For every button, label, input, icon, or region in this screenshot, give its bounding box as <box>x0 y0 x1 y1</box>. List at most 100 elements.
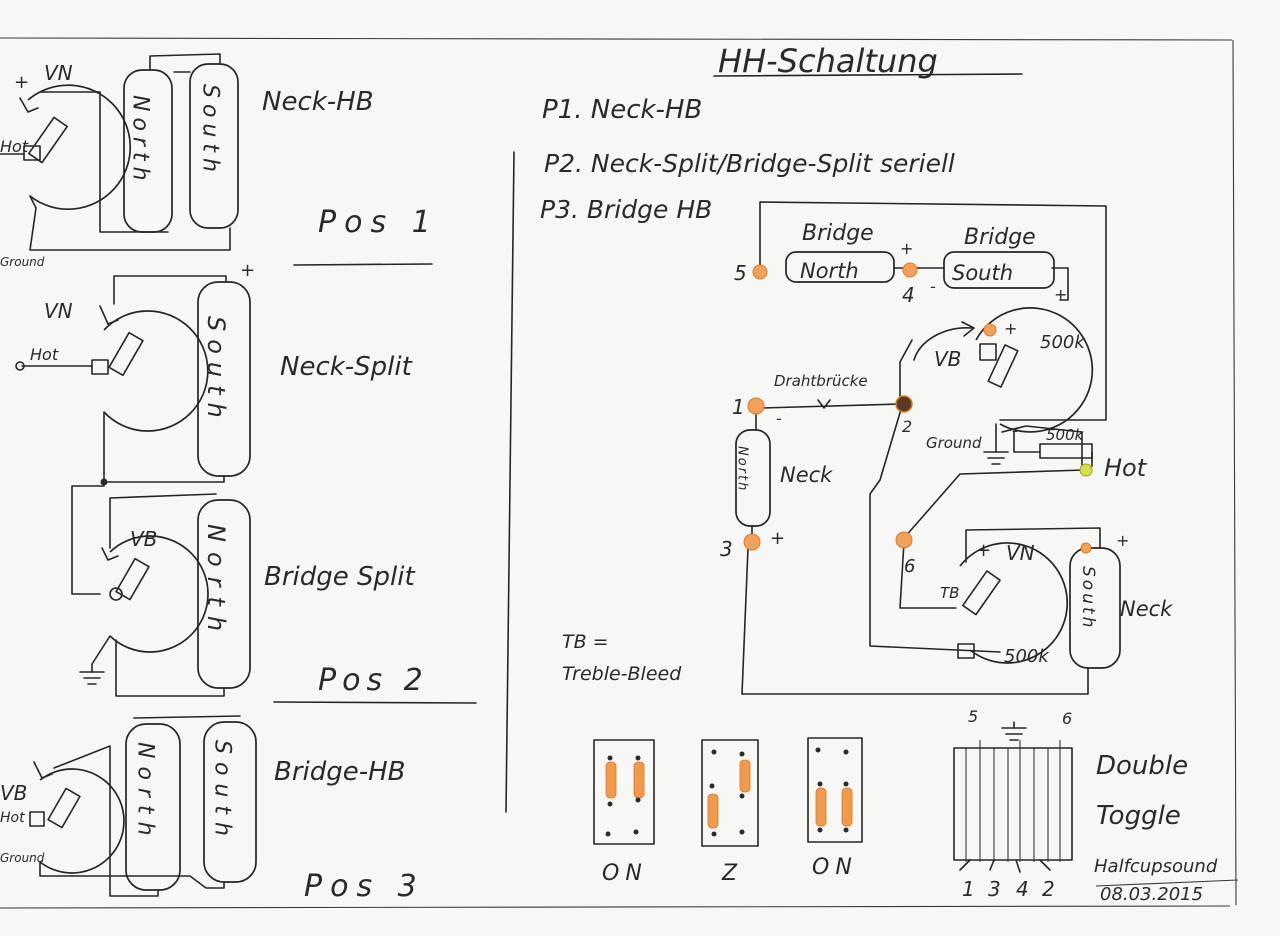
neck-split-hot-terminal <box>15 361 25 371</box>
resistor-bypass <box>1001 425 1083 467</box>
signature-date: 08.03.2015 <box>1100 884 1203 905</box>
pos1-coil-series-link <box>149 53 221 71</box>
bridge-split-pot-shaft <box>115 557 150 601</box>
pos3-vb-label: VB <box>0 781 27 805</box>
node-2 <box>895 395 913 413</box>
neck-split-plus: + <box>240 260 255 281</box>
neck-north-coil <box>735 429 771 527</box>
bridge-split-pot-lug <box>101 547 119 561</box>
node-vb-top <box>983 323 997 337</box>
pos3-north-coil <box>125 723 181 891</box>
bridge-split-wire-bottom <box>115 639 225 697</box>
switch-3-body <box>807 737 863 843</box>
pos1-label: Neck-HB <box>262 87 374 117</box>
separator-pos1 <box>293 263 433 266</box>
double-toggle-body <box>953 747 1073 861</box>
toggle-bottom-label-1: 1 <box>962 877 975 901</box>
node-4 <box>902 262 918 278</box>
pos1-neck-hb-circuit: VN + Hot Ground North South Neck-HB Pos … <box>0 53 431 269</box>
neck-south-neck-label: Neck <box>1120 597 1173 621</box>
neck-split-pot-lug <box>99 305 119 325</box>
label-node-2: 2 <box>902 417 912 436</box>
pos3-south-coil <box>203 721 257 883</box>
bridge-south-label: South <box>952 261 1013 285</box>
node-5 <box>752 264 768 280</box>
neck-split-circuit: VN Hot South Neck-Split + <box>15 260 413 486</box>
switch-2-body <box>701 739 759 847</box>
plus-vb: + <box>1004 319 1017 338</box>
switch-2-pad-bottom <box>707 793 719 829</box>
minus-bridge-south: - <box>930 277 936 296</box>
pos3-pot <box>39 768 125 874</box>
neck-south-label: South <box>1078 566 1098 630</box>
wire-bridge-marker <box>817 399 831 409</box>
resistor-500k <box>1039 443 1093 459</box>
vb-value: 500k <box>1040 332 1086 353</box>
neck-split-pot <box>103 310 209 432</box>
pos3-pot-wiper <box>29 811 45 827</box>
minus-vb: - <box>1012 421 1018 440</box>
bridge-split-wire-left <box>71 485 105 595</box>
wire-vn-to-south <box>965 527 1101 563</box>
bridge-north-title: Bridge <box>802 221 874 246</box>
signature-name: Halfcupsound <box>1094 856 1218 877</box>
wire-node6-to-vn <box>899 541 957 609</box>
hot-output-terminal <box>1079 463 1093 477</box>
bridge-split-ground-wire <box>91 635 111 673</box>
pos1-hot-label: Hot <box>0 137 29 156</box>
wire-node3-bottom <box>741 547 1089 695</box>
toggle-bottom-label-2: 2 <box>1042 877 1055 901</box>
bridge-south-coil <box>943 251 1055 289</box>
switch-3-pad-right <box>841 787 853 827</box>
switch-3-pad-left <box>815 787 827 827</box>
pos3-position: Pos 3 <box>304 869 425 904</box>
switch-3-label: ON <box>812 855 858 880</box>
node-south-top <box>1080 542 1092 554</box>
neck-split-pot-wiper <box>91 359 109 375</box>
bridge-split-pot <box>109 535 209 653</box>
vn-label: VN <box>1006 541 1035 565</box>
tb-legend-line1: TB = <box>562 631 609 653</box>
pos3-hot-label: Hot <box>0 810 25 826</box>
position-3-description: P3. Bridge HB <box>540 195 712 224</box>
title-underline <box>713 73 1023 77</box>
plus-bridge-south: + <box>1054 285 1067 304</box>
bridge-split-north-label: North <box>202 524 230 641</box>
pos1-ground-wire <box>29 195 231 251</box>
bridge-split-vb-label: VB <box>130 527 157 551</box>
double-toggle-legs <box>959 859 1051 873</box>
wire-bridge-label: Drahtbrücke <box>774 372 868 390</box>
pos1-wire-to-north <box>39 91 169 233</box>
neck-split-wire-top <box>113 275 227 305</box>
plus-bridge-north: + <box>900 239 913 258</box>
vb-pot <box>975 307 1094 433</box>
bridge-split-wire-top <box>109 493 217 549</box>
pos3-south-label: South <box>210 740 235 844</box>
pos3-pot-shaft <box>47 787 81 829</box>
neck-split-label: Neck-Split <box>280 352 413 382</box>
vn-pot <box>959 542 1069 664</box>
pos1-plus: + <box>14 72 29 93</box>
neck-north-neck-label: Neck <box>780 463 833 487</box>
pos3-label: Bridge-HB <box>274 757 406 787</box>
pos1-north-label: North <box>128 95 153 187</box>
pos3-wire-to-north <box>53 745 159 897</box>
wire-bridge-1-2 <box>761 403 901 409</box>
page-border-top <box>0 37 1233 41</box>
bridge-south-title: Bridge <box>964 225 1036 250</box>
plus-vn: + <box>976 540 991 561</box>
vb-pot-shaft <box>987 344 1019 388</box>
bridge-north-coil <box>785 251 895 283</box>
switch-2-label: Z <box>721 861 738 886</box>
tb-legend-line2: Treble-Bleed <box>562 663 682 685</box>
wire-node2-up <box>899 339 913 405</box>
toggle-top-label-5: 5 <box>968 707 978 726</box>
switch-2-pad-top <box>739 759 751 793</box>
pos3-pot-lug <box>33 761 53 779</box>
label-node-4: 4 <box>902 283 915 307</box>
pos1-pot-shaft <box>28 116 68 164</box>
neck-north-label: North <box>735 446 750 492</box>
switch-1-body <box>593 739 655 845</box>
